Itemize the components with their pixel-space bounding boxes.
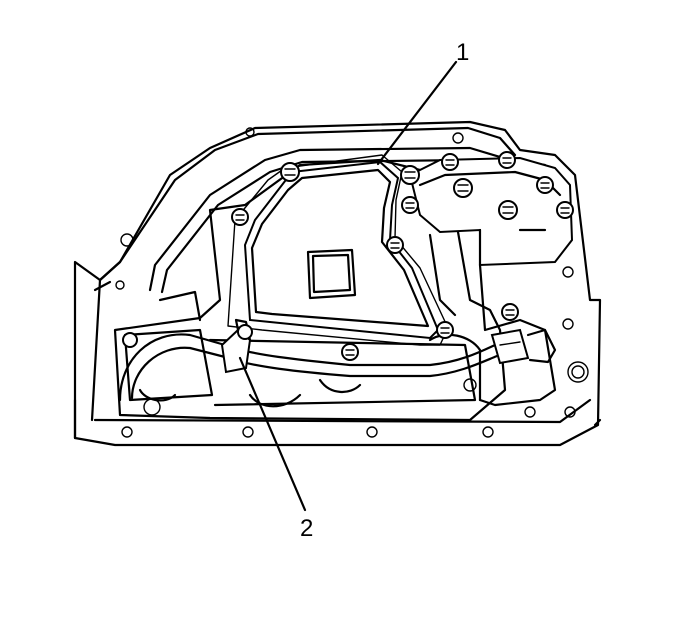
callout-2-label: 2: [300, 515, 313, 542]
leader-line-1: [376, 60, 458, 166]
solenoid-housing: [408, 156, 574, 407]
wire-harness: [118, 328, 557, 402]
flange-bolt-holes: [115, 127, 589, 438]
oil-pan-flange: [73, 120, 602, 447]
bolts: [122, 151, 574, 361]
callout-1-label: 1: [456, 39, 469, 66]
leader-lines: [238, 60, 458, 512]
filter-cover-plate: [243, 160, 440, 340]
leader-line-2: [238, 356, 307, 512]
